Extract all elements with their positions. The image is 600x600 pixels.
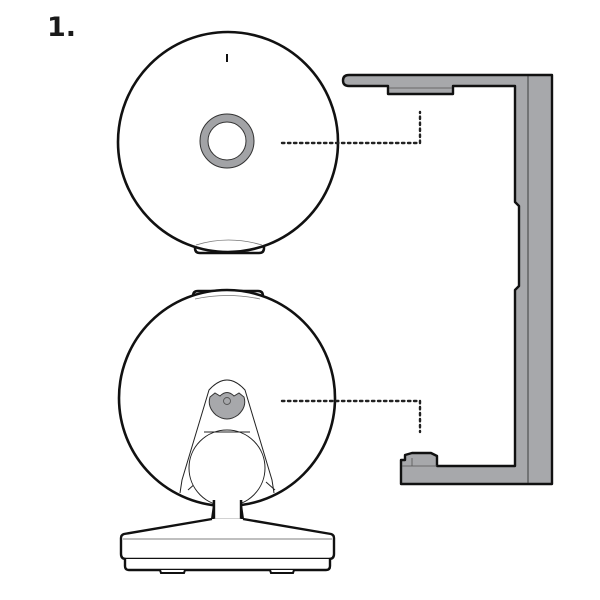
stand-foot-pad-left — [159, 569, 186, 574]
step-number: 1. — [47, 12, 77, 43]
ball-joint — [188, 429, 266, 507]
lens — [207, 121, 247, 161]
rear-sensor — [208, 392, 246, 420]
bracket-body — [341, 73, 554, 486]
camera-rear-view — [117, 288, 337, 574]
leader-line-top — [280, 110, 422, 145]
leader-line-bottom — [280, 399, 422, 434]
stand-foot — [123, 559, 332, 572]
mount-bracket — [341, 73, 554, 486]
stand-foot-pad-right — [269, 569, 295, 574]
camera-front-view — [116, 30, 340, 255]
